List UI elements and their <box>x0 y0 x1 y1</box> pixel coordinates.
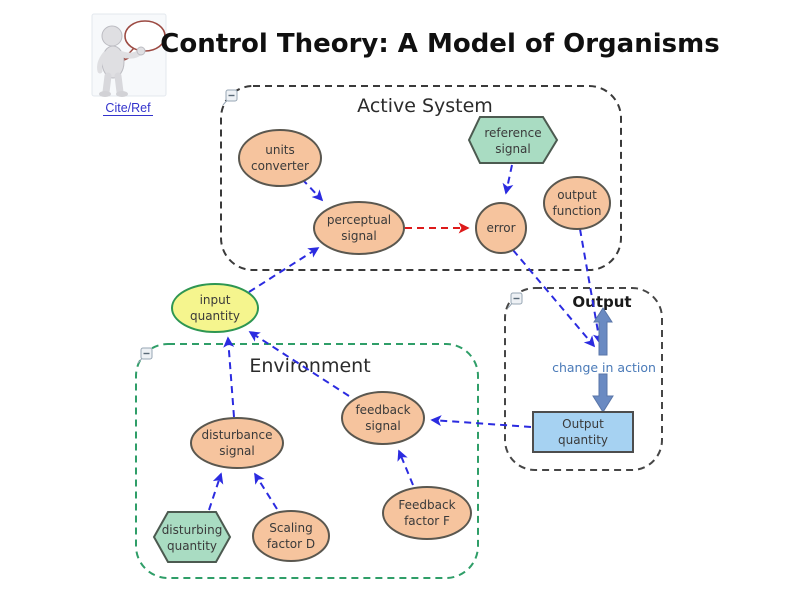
node-error[interactable]: error <box>475 202 527 254</box>
svg-text:disturbing: disturbing <box>162 523 223 537</box>
active-system-container: Active System <box>220 85 622 271</box>
svg-text:perceptual: perceptual <box>327 213 391 227</box>
link-outputquantity-to-feedback <box>430 415 532 428</box>
svg-text:factor D: factor D <box>267 537 315 551</box>
link-input-to-perceptual <box>248 247 320 293</box>
environment-label: Environment <box>249 355 370 377</box>
svg-text:signal: signal <box>495 142 531 156</box>
node-feedback-signal[interactable]: feedback signal <box>341 391 425 445</box>
link-feedback-to-input <box>248 331 350 397</box>
person-foot-right <box>116 91 128 97</box>
link-error-to-change <box>512 249 596 348</box>
svg-text:error: error <box>486 221 515 235</box>
output-border <box>504 287 663 471</box>
link-scaling-to-disturbance <box>254 472 278 510</box>
node-output-quantity[interactable]: Output quantity <box>532 411 634 453</box>
output-collapse-icon[interactable] <box>507 292 523 309</box>
change-in-action-label: change in action <box>552 360 656 375</box>
node-disturbance-signal[interactable]: disturbance signal <box>190 417 284 469</box>
svg-text:quantity: quantity <box>558 433 608 447</box>
node-units-converter[interactable]: units converter <box>238 129 322 187</box>
svg-text:reference: reference <box>484 126 541 140</box>
environment-container: Environment <box>135 343 479 579</box>
person-clipart <box>91 13 167 97</box>
thick-down-arrow <box>592 373 614 413</box>
svg-text:Output: Output <box>562 417 604 431</box>
speech-bubble-icon <box>124 20 166 52</box>
svg-text:input: input <box>200 293 231 307</box>
svg-text:units: units <box>265 143 295 157</box>
page-title: Control Theory: A Model of Organisms <box>160 29 719 59</box>
link-feedbackfactor-to-feedback <box>397 449 414 486</box>
svg-text:signal: signal <box>219 444 255 458</box>
svg-text:factor F: factor F <box>404 514 450 528</box>
output-container: Output <box>504 287 663 471</box>
link-units-to-perceptual <box>301 178 324 202</box>
node-output-function[interactable]: output function <box>543 176 611 230</box>
thick-up-arrow <box>593 307 613 356</box>
svg-text:converter: converter <box>251 159 309 173</box>
active-system-border <box>220 85 622 271</box>
svg-text:signal: signal <box>341 229 377 243</box>
node-feedback-factor[interactable]: Feedback factor F <box>382 486 472 540</box>
node-reference-signal[interactable]: reference signal <box>467 116 559 164</box>
cite-ref-link[interactable]: Cite/Ref <box>103 101 153 116</box>
node-scaling-factor[interactable]: Scaling factor D <box>252 510 330 562</box>
node-input-quantity[interactable]: input quantity <box>171 283 259 333</box>
person-hand <box>136 46 146 56</box>
link-outputfunction-to-change <box>579 228 604 345</box>
node-perceptual-signal[interactable]: perceptual signal <box>313 201 405 255</box>
link-disturbing-to-disturbance <box>208 472 224 511</box>
svg-text:quantity: quantity <box>190 309 240 323</box>
active-system-collapse-icon[interactable] <box>222 89 238 106</box>
svg-text:Scaling: Scaling <box>269 521 312 535</box>
active-system-label: Active System <box>357 95 493 117</box>
person-leg-right <box>114 72 124 96</box>
svg-text:quantity: quantity <box>167 539 217 553</box>
cite-ref-label[interactable]: Cite/Ref <box>105 101 151 115</box>
output-section-label: Output <box>572 293 631 311</box>
person-body <box>101 45 125 79</box>
environment-border <box>135 343 479 579</box>
svg-text:feedback: feedback <box>355 403 410 417</box>
person-head <box>101 25 123 47</box>
person-leg-left <box>102 72 112 96</box>
svg-text:disturbance: disturbance <box>201 428 272 442</box>
person-arm-left <box>97 51 108 74</box>
environment-collapse-icon[interactable] <box>137 347 153 364</box>
svg-text:output: output <box>557 188 597 202</box>
link-disturbance-to-input <box>223 336 235 418</box>
svg-text:function: function <box>552 204 601 218</box>
svg-text:signal: signal <box>365 419 401 433</box>
svg-text:Feedback: Feedback <box>398 498 455 512</box>
person-foot-left <box>99 91 111 97</box>
node-disturbing-quantity[interactable]: disturbing quantity <box>152 511 232 563</box>
link-reference-to-error <box>502 164 514 195</box>
